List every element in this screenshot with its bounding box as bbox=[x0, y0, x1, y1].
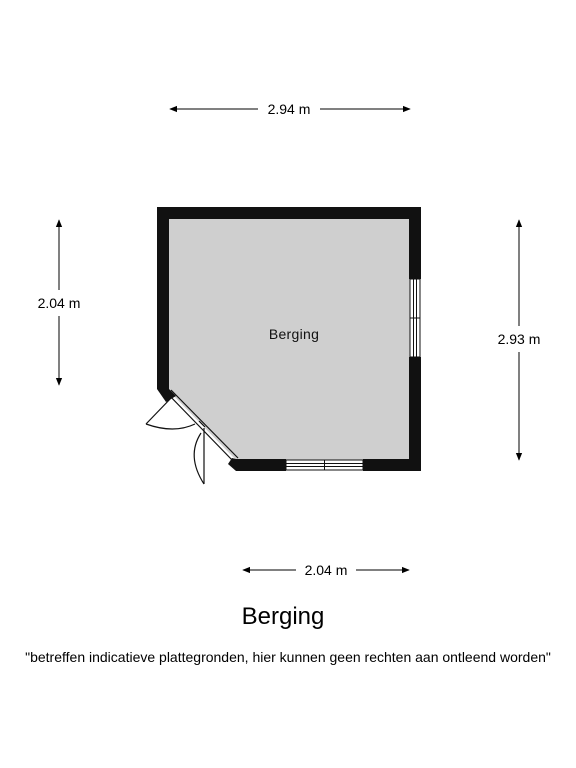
dimension-left: 2.04 m bbox=[38, 219, 81, 386]
wall-right-upper bbox=[409, 207, 421, 279]
wall-corner-left bbox=[157, 389, 176, 402]
dimension-right-label: 2.93 m bbox=[498, 331, 541, 347]
dimension-right: 2.93 m bbox=[498, 219, 541, 461]
dimension-top-label: 2.94 m bbox=[268, 101, 311, 117]
wall-bottom-left bbox=[236, 459, 286, 471]
dimension-top: 2.94 m bbox=[169, 101, 411, 117]
dimension-left-label: 2.04 m bbox=[38, 295, 81, 311]
window-bottom bbox=[285, 459, 364, 471]
walls bbox=[157, 207, 421, 471]
wall-bottom-right bbox=[363, 459, 421, 471]
wall-top bbox=[157, 207, 421, 219]
wall-left bbox=[157, 207, 169, 389]
door-diagonal bbox=[145, 389, 239, 485]
room-floor bbox=[168, 218, 410, 460]
wall-corner-bottom bbox=[228, 458, 240, 471]
wall-right-lower bbox=[409, 357, 421, 471]
plan-title: Berging bbox=[241, 603, 325, 630]
disclaimer-text: "betreffen indicatieve plattegronden, hi… bbox=[25, 649, 551, 665]
room-label: Berging bbox=[269, 326, 319, 342]
dimension-bottom-label: 2.04 m bbox=[305, 562, 348, 578]
dimension-bottom: 2.04 m bbox=[242, 562, 410, 578]
window-right bbox=[409, 278, 421, 358]
